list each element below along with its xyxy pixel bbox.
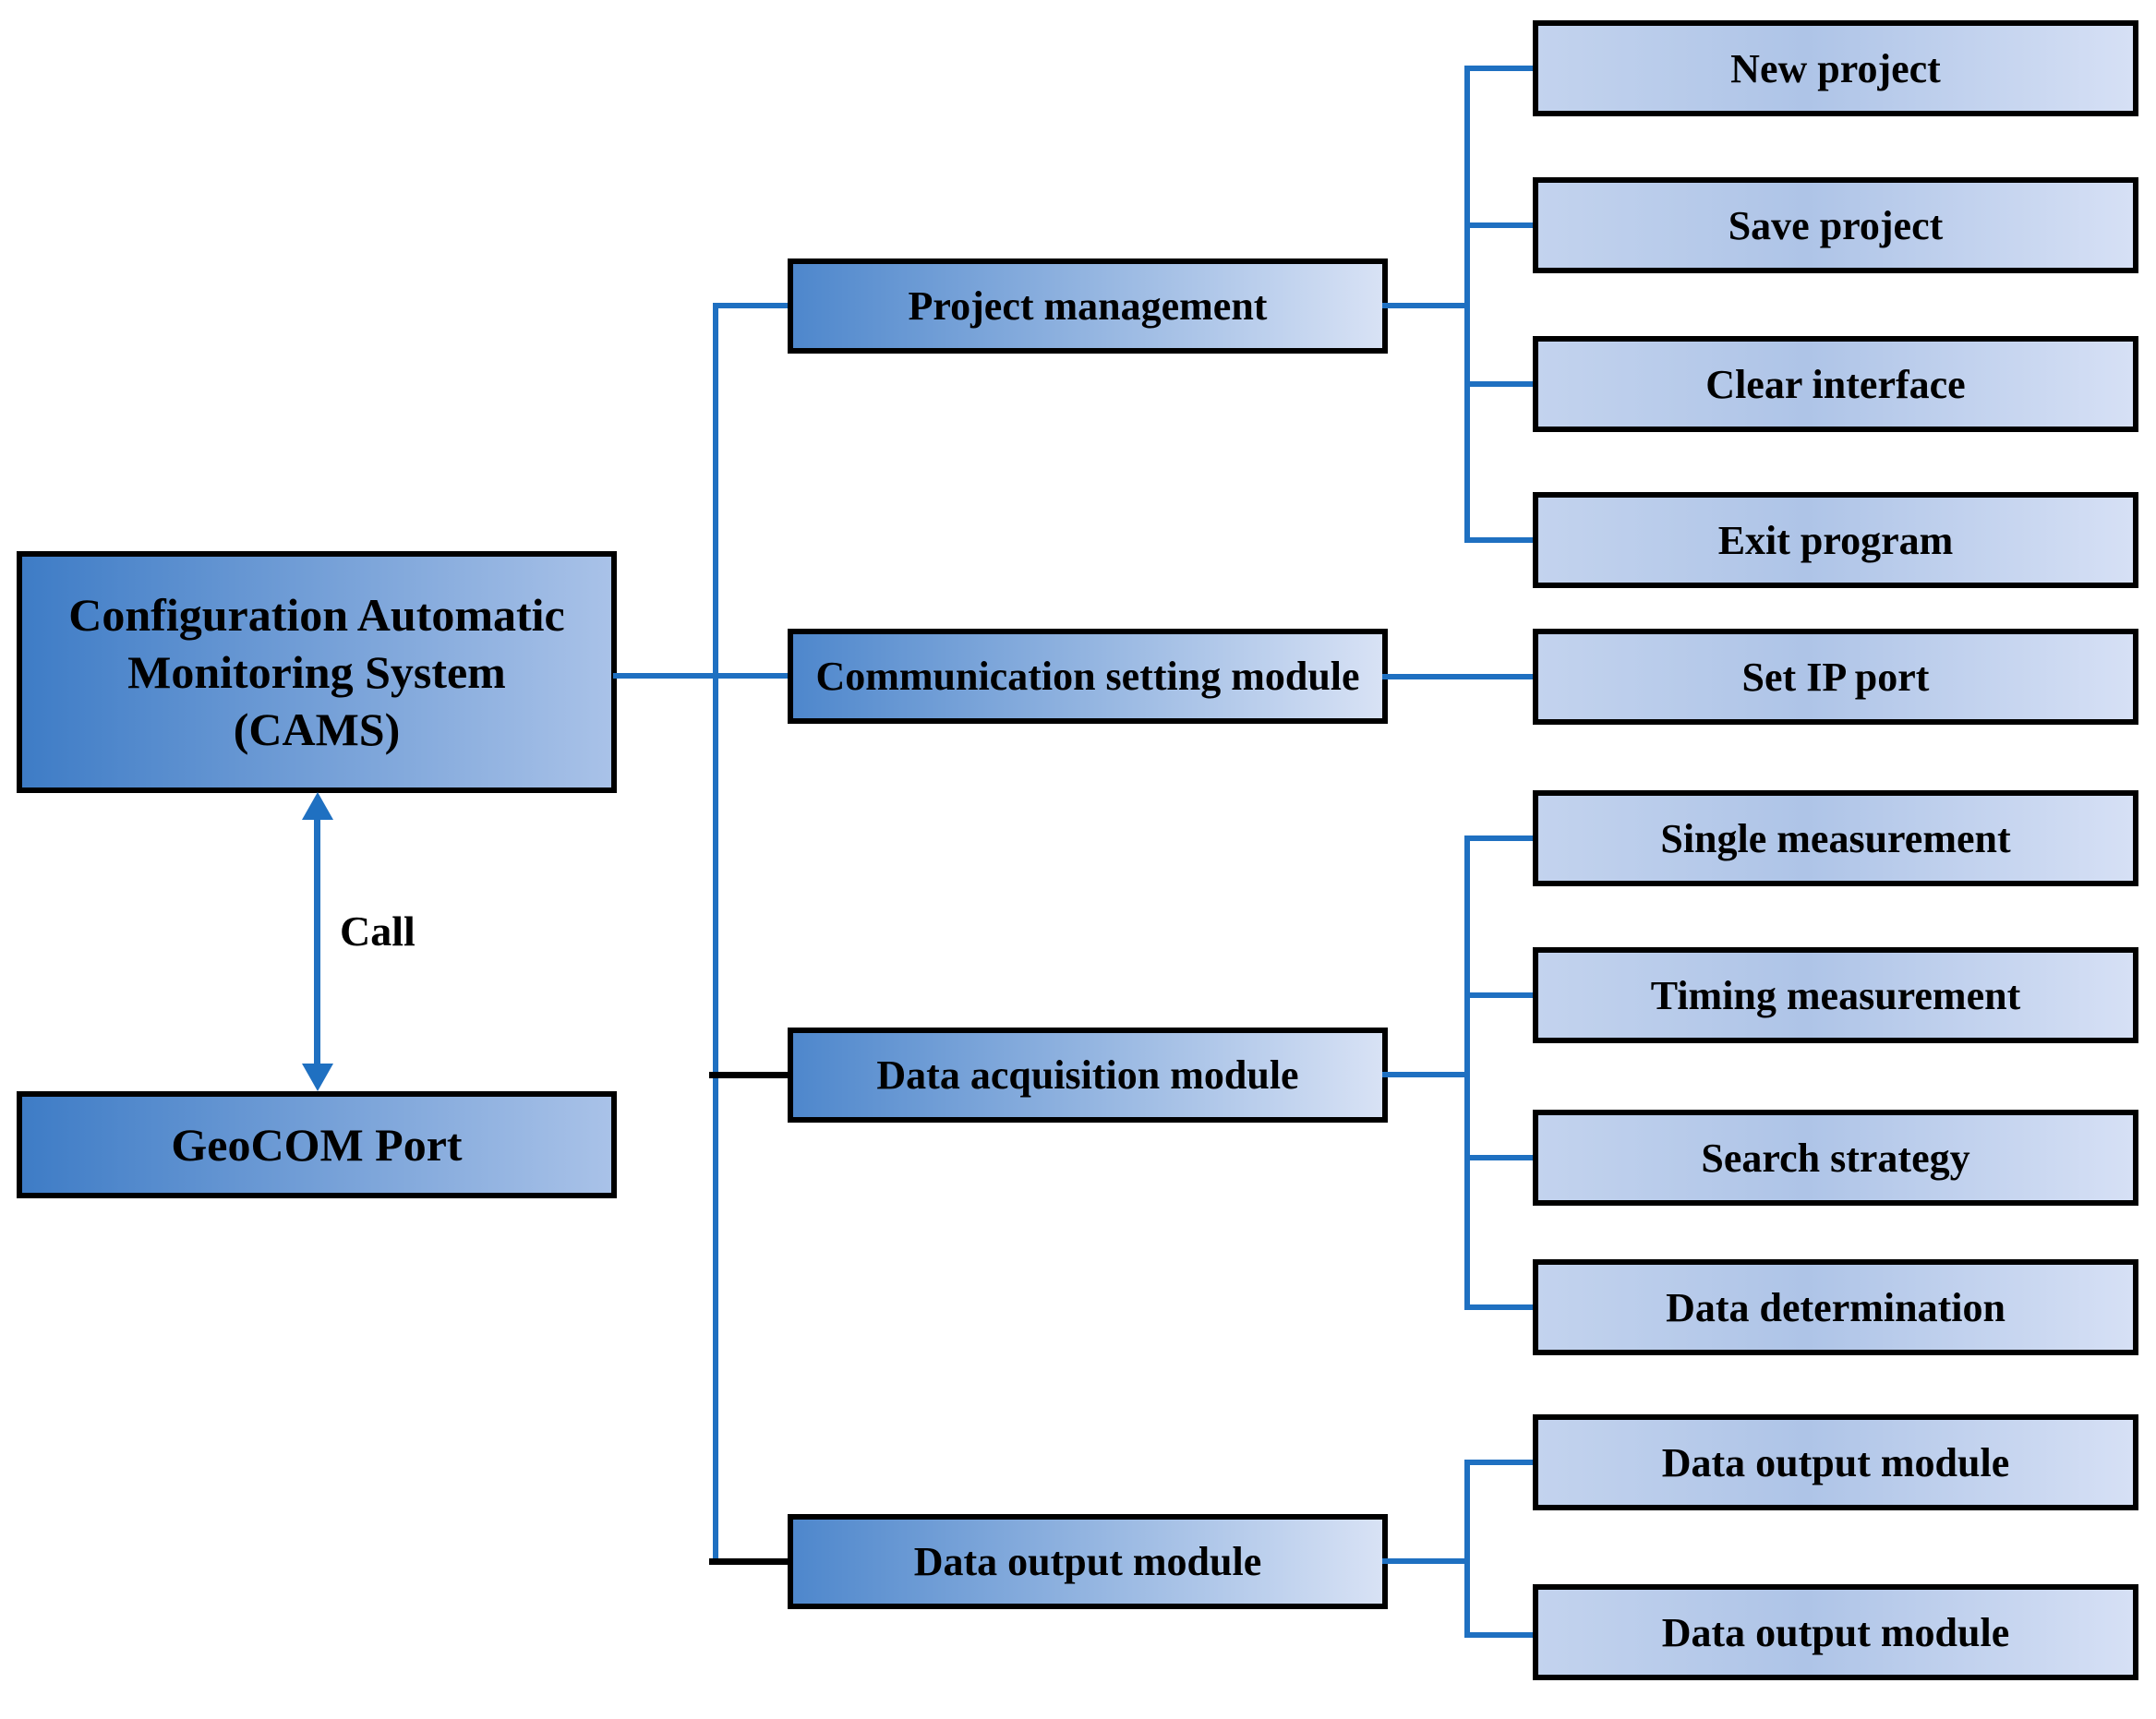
connector-stub-exit-program <box>1464 537 1533 543</box>
cams-label-line-2: Monitoring System <box>127 646 506 698</box>
clear-interface-label: Clear interface <box>1705 361 1966 407</box>
connector-stub-timing-measurement <box>1464 992 1533 998</box>
connector-project-trunk <box>1464 66 1470 543</box>
data-determination-label: Data determination <box>1666 1284 2005 1330</box>
connector-stub-clear-interface <box>1464 381 1533 387</box>
connector-stub-data-determination <box>1464 1304 1533 1310</box>
node-single-measurement: Single measurement <box>1533 790 2138 886</box>
node-set-ip-port: Set IP port <box>1533 629 2138 725</box>
search-strategy-label: Search strategy <box>1701 1135 1970 1181</box>
connector-trunk-to-data-acquisition <box>709 1072 788 1078</box>
new-project-label: New project <box>1730 45 1941 91</box>
connector-stub-single-measurement <box>1464 835 1533 841</box>
project-management-label: Project management <box>908 283 1268 329</box>
node-new-project: New project <box>1533 20 2138 116</box>
call-label: Call <box>340 908 416 955</box>
node-cams: Configuration Automatic Monitoring Syste… <box>17 551 617 793</box>
node-save-project: Save project <box>1533 177 2138 273</box>
data-output-child-2-label: Data output module <box>1661 1609 2010 1655</box>
connector-project-management-feed <box>1382 303 1470 308</box>
node-data-output-child-2: Data output module <box>1533 1584 2138 1680</box>
connector-stub-data-output-1 <box>1464 1460 1533 1465</box>
connector-stub-search-strategy <box>1464 1155 1533 1160</box>
save-project-label: Save project <box>1728 202 1944 248</box>
connector-left-trunk <box>713 303 718 1564</box>
node-project-management: Project management <box>788 258 1388 354</box>
geocom-port-label: GeoCOM Port <box>171 1119 463 1171</box>
call-arrow-up-icon <box>302 792 333 820</box>
connector-output-trunk <box>1464 1460 1470 1638</box>
connector-communication-to-set-ip-port <box>1382 674 1533 679</box>
data-output-module-label: Data output module <box>913 1539 1262 1584</box>
call-arrow-down-icon <box>302 1064 333 1091</box>
connector-acquisition-trunk <box>1464 835 1470 1310</box>
node-data-determination: Data determination <box>1533 1259 2138 1355</box>
connector-data-acquisition-feed <box>1382 1072 1470 1077</box>
node-geocom-port: GeoCOM Port <box>17 1091 617 1198</box>
node-data-acquisition-module: Data acquisition module <box>788 1028 1388 1123</box>
connector-stub-data-output-2 <box>1464 1632 1533 1638</box>
set-ip-port-label: Set IP port <box>1741 654 1930 700</box>
exit-program-label: Exit program <box>1717 517 1954 563</box>
node-search-strategy: Search strategy <box>1533 1110 2138 1206</box>
connector-data-output-feed <box>1382 1558 1470 1564</box>
connector-trunk-to-data-output <box>709 1558 788 1565</box>
connector-trunk-to-project-management <box>713 303 788 308</box>
data-output-child-1-label: Data output module <box>1661 1439 2010 1485</box>
connector-stub-save-project <box>1464 222 1533 228</box>
cams-label-line-1: Configuration Automatic <box>68 589 565 641</box>
node-data-output-child-1: Data output module <box>1533 1414 2138 1510</box>
node-clear-interface: Clear interface <box>1533 336 2138 432</box>
node-timing-measurement: Timing measurement <box>1533 947 2138 1043</box>
cams-label-line-3: (CAMS) <box>233 703 401 755</box>
data-acquisition-module-label: Data acquisition module <box>876 1052 1299 1098</box>
call-arrow-shaft <box>314 816 320 1067</box>
connector-stub-new-project <box>1464 66 1533 71</box>
node-communication-setting-module: Communication setting module <box>788 629 1388 724</box>
timing-measurement-label: Timing measurement <box>1650 972 2021 1018</box>
node-exit-program: Exit program <box>1533 492 2138 588</box>
single-measurement-label: Single measurement <box>1660 815 2011 861</box>
connector-cams-to-communication-module <box>613 673 788 679</box>
node-data-output-module: Data output module <box>788 1514 1388 1609</box>
communication-setting-module-label: Communication setting module <box>815 654 1360 699</box>
